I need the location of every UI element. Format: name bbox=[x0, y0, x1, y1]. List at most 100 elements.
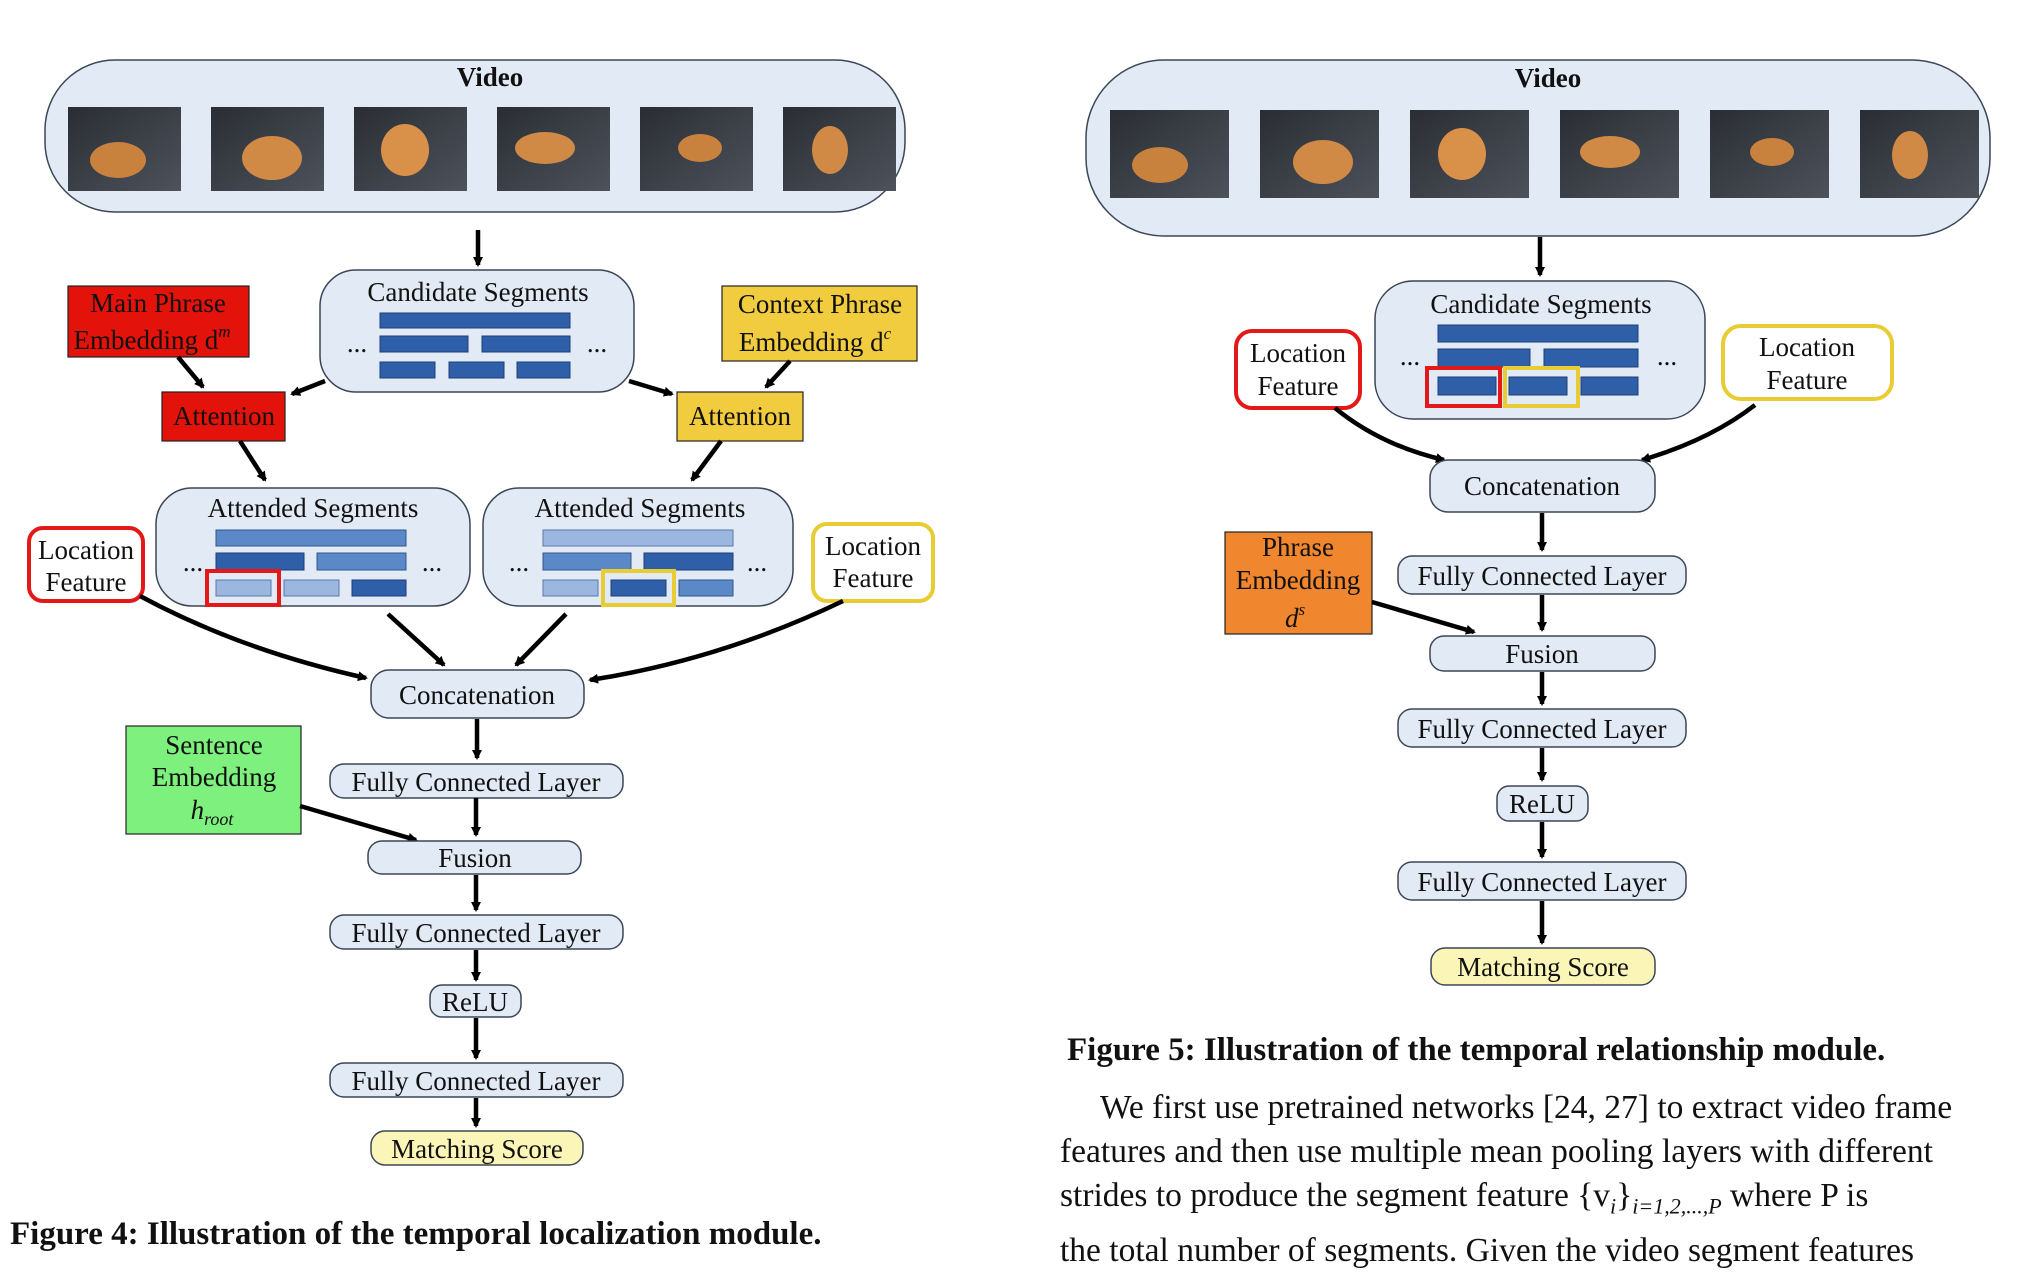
relu-box bbox=[1496, 785, 1589, 822]
fusion-label: Fusion bbox=[438, 843, 512, 873]
paragraph-line: the total number of segments. Given the … bbox=[1060, 1231, 1915, 1269]
location-feature-label: Location bbox=[1250, 338, 1346, 368]
sentence-embedding-label: Embedding bbox=[152, 762, 276, 792]
fusion-label: Fusion bbox=[1505, 639, 1579, 669]
sentence-embedding-label: Sentence bbox=[165, 730, 262, 760]
kitten-shape bbox=[515, 132, 575, 164]
segment-bar bbox=[542, 552, 632, 571]
fc-layer-label: Fully Connected Layer bbox=[1418, 714, 1667, 744]
attention-label: Attention bbox=[173, 401, 275, 431]
kitten-shape bbox=[678, 134, 722, 162]
sentence-embedding-symbol: hroot bbox=[191, 795, 235, 829]
segment-bar bbox=[1508, 376, 1568, 396]
location-feature-label: Feature bbox=[833, 563, 914, 593]
segment-bar bbox=[316, 552, 407, 571]
matching-score-label: Matching Score bbox=[1457, 952, 1629, 982]
ellipsis: ... bbox=[1657, 341, 1677, 371]
fc-layer-label: Fully Connected Layer bbox=[1418, 561, 1667, 591]
location-feature-red-box bbox=[27, 526, 145, 603]
kitten-shape bbox=[381, 124, 429, 176]
location-feature-red-box bbox=[1234, 329, 1362, 410]
location-highlight-yellow bbox=[1503, 366, 1580, 408]
matching-score-box bbox=[1430, 947, 1656, 986]
arrow-sentence-fusion bbox=[299, 803, 418, 843]
video-frames bbox=[1110, 110, 1979, 198]
fusion-box bbox=[1429, 635, 1656, 672]
segment-bar bbox=[542, 529, 734, 547]
fc-layer-box bbox=[329, 1062, 624, 1098]
arrow-phrase-fusion bbox=[1371, 599, 1476, 635]
context-phrase-embedding-box bbox=[721, 285, 918, 362]
arrow-location-red-concat bbox=[1333, 406, 1446, 464]
paragraph-line: We first use pretrained networks [24, 27… bbox=[1100, 1089, 1953, 1126]
segment-bar bbox=[643, 552, 734, 571]
segment-bar bbox=[1437, 324, 1639, 343]
context-phrase-embedding-label: Embedding dc bbox=[739, 324, 892, 357]
arrow-candidates-attention-context bbox=[628, 378, 674, 397]
phrase-embedding-label: Phrase bbox=[1262, 532, 1334, 562]
video-frames bbox=[68, 107, 896, 191]
arrow-location-yellow-concat bbox=[588, 598, 844, 684]
fusion-box bbox=[367, 840, 582, 875]
location-feature-label: Feature bbox=[1258, 371, 1339, 401]
matching-score-label: Matching Score bbox=[391, 1134, 563, 1164]
kitten-shape bbox=[1132, 147, 1188, 183]
concatenation-label: Concatenation bbox=[1464, 471, 1620, 501]
matching-score-box bbox=[370, 1130, 584, 1166]
segment-bar bbox=[481, 335, 571, 353]
location-feature-label: Location bbox=[1759, 332, 1855, 362]
ellipsis: ... bbox=[183, 547, 203, 577]
fc-layer-box bbox=[329, 914, 624, 950]
arrow-attention-attended-left bbox=[238, 439, 267, 482]
location-feature-yellow-box bbox=[811, 522, 935, 603]
segment-bar bbox=[215, 552, 305, 571]
attended-segments-label: Attended Segments bbox=[535, 493, 746, 523]
main-phrase-embedding-box bbox=[67, 285, 250, 358]
location-feature-label: Feature bbox=[1767, 365, 1848, 395]
segment-bar bbox=[379, 335, 469, 353]
ellipsis: ... bbox=[1400, 341, 1420, 371]
segment-bar bbox=[516, 361, 571, 379]
main-phrase-embedding-label: Embedding dm bbox=[73, 322, 230, 355]
kitten-shape bbox=[812, 126, 848, 174]
kitten-shape bbox=[90, 142, 146, 178]
fc-layer-label: Fully Connected Layer bbox=[1418, 867, 1667, 897]
concatenation-label: Concatenation bbox=[399, 680, 555, 710]
paragraph-line: features and then use multiple mean pool… bbox=[1060, 1133, 1933, 1170]
kitten-shape bbox=[1750, 138, 1794, 166]
attention-box-main bbox=[161, 391, 286, 442]
ellipsis: ... bbox=[747, 547, 767, 577]
fc-layer-box bbox=[1397, 555, 1687, 595]
location-feature-yellow-box bbox=[1721, 324, 1894, 401]
fc-layer-label: Fully Connected Layer bbox=[352, 918, 601, 948]
arrow-context-attention bbox=[764, 359, 792, 389]
kitten-shape bbox=[1438, 128, 1486, 180]
segment-bar bbox=[1580, 376, 1639, 396]
arrow-location-yellow-concat bbox=[1640, 403, 1757, 463]
location-highlight-red bbox=[205, 569, 281, 607]
attended-segments-box-left bbox=[155, 487, 471, 607]
video-label: Video bbox=[1515, 63, 1582, 93]
fc-layer-box bbox=[1397, 708, 1687, 748]
arrow-attended-right-concat bbox=[514, 612, 568, 667]
location-highlight-red bbox=[1425, 366, 1502, 408]
segment-bar bbox=[215, 579, 272, 597]
segment-bar bbox=[610, 579, 667, 597]
segment-bar bbox=[1437, 376, 1497, 396]
body-paragraph: We first use pretrained networks [24, 27… bbox=[1060, 1086, 2015, 1273]
arrow-candidates-attention-main bbox=[290, 378, 326, 397]
video-label: Video bbox=[457, 62, 524, 92]
kitten-shape bbox=[1293, 140, 1353, 184]
concatenation-box bbox=[1429, 459, 1656, 513]
ellipsis: ... bbox=[509, 547, 529, 577]
paragraph-line: strides to produce the segment feature {… bbox=[1060, 1177, 1869, 1219]
sentence-embedding-box bbox=[125, 725, 302, 835]
figure-5-caption: Figure 5: Illustration of the temporal r… bbox=[1067, 1032, 1886, 1068]
kitten-shape bbox=[1580, 136, 1640, 168]
segment-bar bbox=[379, 312, 571, 329]
fc-layer-label: Fully Connected Layer bbox=[352, 1066, 601, 1096]
location-highlight-yellow bbox=[601, 569, 676, 607]
segment-bar bbox=[379, 361, 436, 379]
main-phrase-label: Main Phrase bbox=[90, 288, 226, 318]
